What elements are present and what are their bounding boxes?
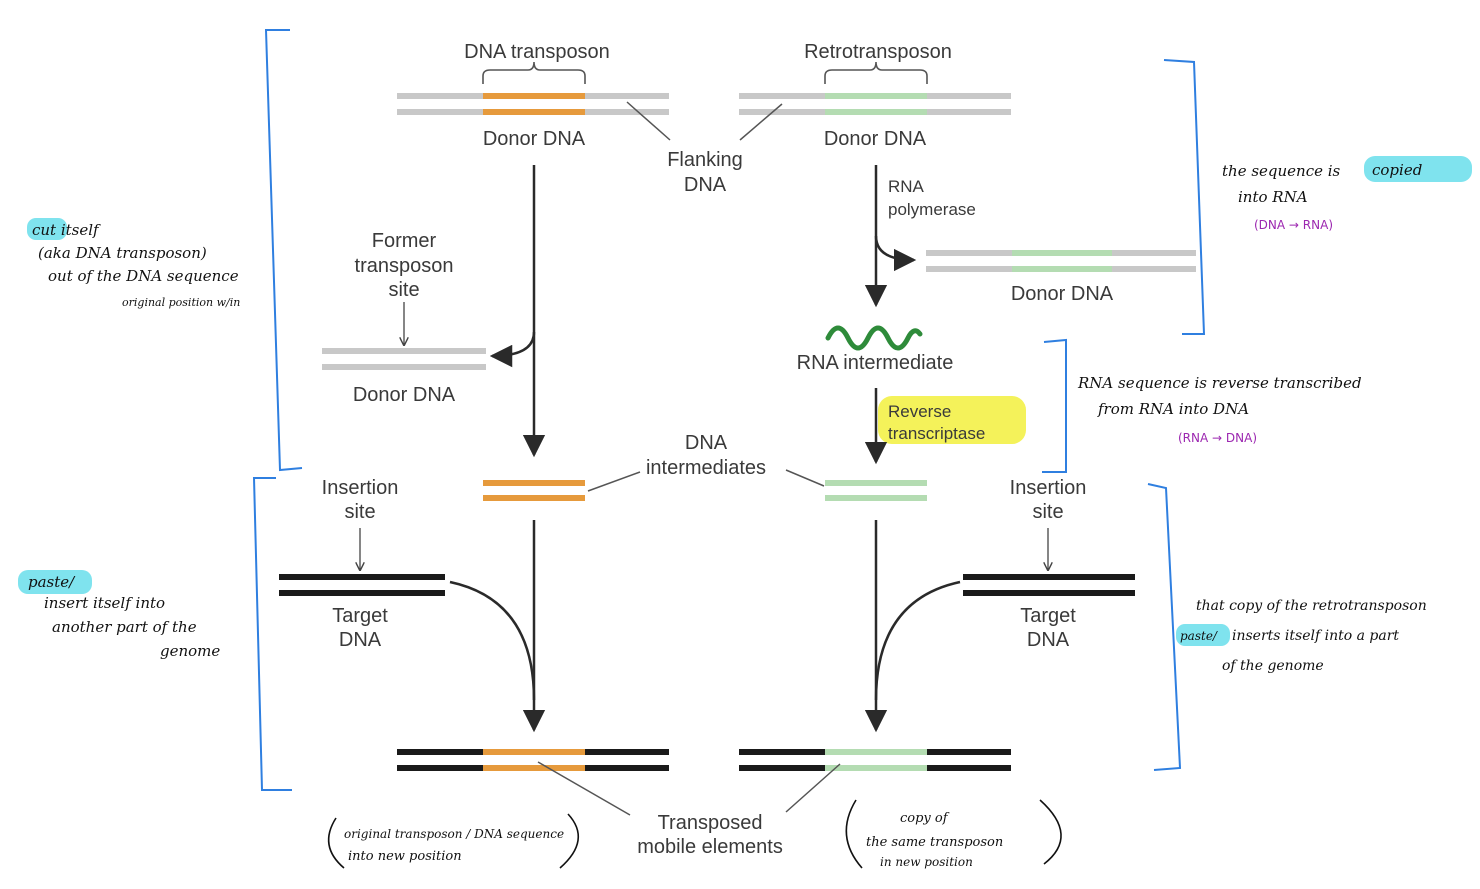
note-rt-l2: from RNA into DNA (1097, 400, 1249, 418)
arrow-left-target-join (449, 580, 536, 701)
label-target-dna-left: DNA (339, 629, 382, 651)
note-orig-l2: into new position (348, 849, 462, 864)
label-transposed: Transposed (658, 812, 763, 834)
note-same-l1: copy of (900, 811, 950, 826)
target-dna-left (279, 574, 445, 596)
bracket-copied (1163, 59, 1206, 335)
retrotransposon-donor (739, 93, 1011, 115)
label-insertion-site-left: site (344, 501, 375, 523)
label-donor-dna-former: Donor DNA (353, 384, 456, 406)
label-donor-dna-right: Donor DNA (824, 128, 927, 150)
transposed-left (397, 749, 669, 771)
label-target-right: Target (1020, 605, 1076, 627)
label-rna-intermediate: RNA intermediate (797, 352, 954, 374)
green-dna-intermediate (825, 480, 927, 501)
note-same-l2: the same transposon (866, 835, 1003, 850)
label-polymerase: polymerase (888, 200, 976, 219)
note-orig-l1: original transposon / DNA sequence (344, 827, 564, 841)
note-cut: cut itself (32, 221, 101, 239)
label-flanking: Flanking (667, 149, 743, 171)
rna-intermediate-wave (825, 325, 923, 351)
note-cut-l3: out of the DNA sequence (48, 267, 239, 285)
label-donor-dna-left: Donor DNA (483, 128, 586, 150)
label-insertion-left: Insertion (322, 477, 399, 499)
bracket-copy-paste (1147, 483, 1182, 771)
note-copy-l1: that copy of the retrotransposon (1196, 598, 1427, 614)
transposed-pointer-right (785, 763, 841, 813)
arrow-transcription (874, 235, 917, 272)
note-copy-l3: of the genome (1222, 658, 1324, 674)
blue-brackets (252, 29, 1206, 791)
note-paste-l2: insert itself into (44, 594, 165, 612)
flanking-pointer-left (626, 101, 671, 141)
note-paste-l3: another part of the (52, 618, 197, 636)
paren-close-right (1039, 799, 1062, 865)
label-former: Former (372, 230, 437, 252)
transposed-pointer-left (537, 761, 631, 816)
paren-close-left (559, 813, 580, 869)
note-copy-l2: inserts itself into a part (1232, 628, 1399, 644)
paren-open-left (327, 817, 345, 869)
label-target-dna-right: DNA (1027, 629, 1070, 651)
note-paste-l4: genome (160, 642, 220, 660)
arrow-excision (489, 331, 536, 368)
retro-donor-copy (926, 250, 1196, 272)
former-donor-dna (322, 348, 486, 370)
label-dna-intermediates-2: intermediates (646, 457, 766, 479)
bracket-rt (1042, 338, 1067, 473)
highlight-reverse-transcriptase (878, 396, 1026, 444)
orange-dna-intermediate (483, 480, 585, 501)
note-copy-hl: paste/ (1180, 629, 1219, 643)
dna-int-pointer-right (785, 469, 825, 487)
target-dna-right (963, 574, 1135, 596)
highlight-paste-right (1176, 624, 1230, 646)
label-donor-dna-copy: Donor DNA (1011, 283, 1114, 305)
brace-retrotransposon (824, 61, 928, 84)
note-copied-l2: into RNA (1238, 188, 1308, 206)
bracket-paste (252, 477, 292, 791)
highlight-paste-left (18, 570, 92, 594)
label-reverse: Reverse (888, 402, 951, 421)
note-copied-l1: the sequence is (1222, 162, 1341, 180)
label-rna: RNA (888, 177, 925, 196)
label-former-site: site (388, 279, 419, 301)
label-transcriptase: transcriptase (888, 424, 985, 443)
label-mobile-elements: mobile elements (637, 836, 783, 858)
brace-dna-transposon (482, 61, 586, 84)
paren-open-right (845, 799, 863, 869)
note-copied-l3: (DNA → RNA) (1254, 218, 1333, 232)
dna-int-pointer-left (587, 471, 641, 492)
note-rt-l3: (RNA → DNA) (1178, 431, 1257, 445)
bracket-cut (264, 29, 303, 472)
highlight-copied (1364, 156, 1472, 182)
note-cut-l2: (aka DNA transposon) (38, 244, 207, 262)
label-transposon: transposon (355, 255, 454, 277)
dna-transposon-donor (397, 93, 669, 115)
label-insertion-site-right: site (1032, 501, 1063, 523)
label-target-left: Target (332, 605, 388, 627)
label-insertion-right: Insertion (1010, 477, 1087, 499)
note-paste-hl: paste/ (28, 573, 76, 591)
label-flanking-dna: DNA (684, 174, 727, 196)
flanking-pointer-right (739, 103, 783, 141)
note-rt-l1: RNA sequence is reverse transcribed (1077, 374, 1362, 392)
label-dna-transposon: DNA transposon (464, 41, 610, 63)
note-copied-hl: copied (1372, 161, 1422, 179)
label-dna-intermediates-1: DNA (685, 432, 728, 454)
highlight-cut (27, 218, 67, 240)
note-cut-l4: original position w/in (122, 296, 240, 309)
note-same-l3: in new position (880, 855, 973, 869)
label-retrotransposon: Retrotransposon (804, 41, 952, 63)
arrow-right-target-join (874, 580, 961, 701)
transposed-right (739, 749, 1011, 771)
